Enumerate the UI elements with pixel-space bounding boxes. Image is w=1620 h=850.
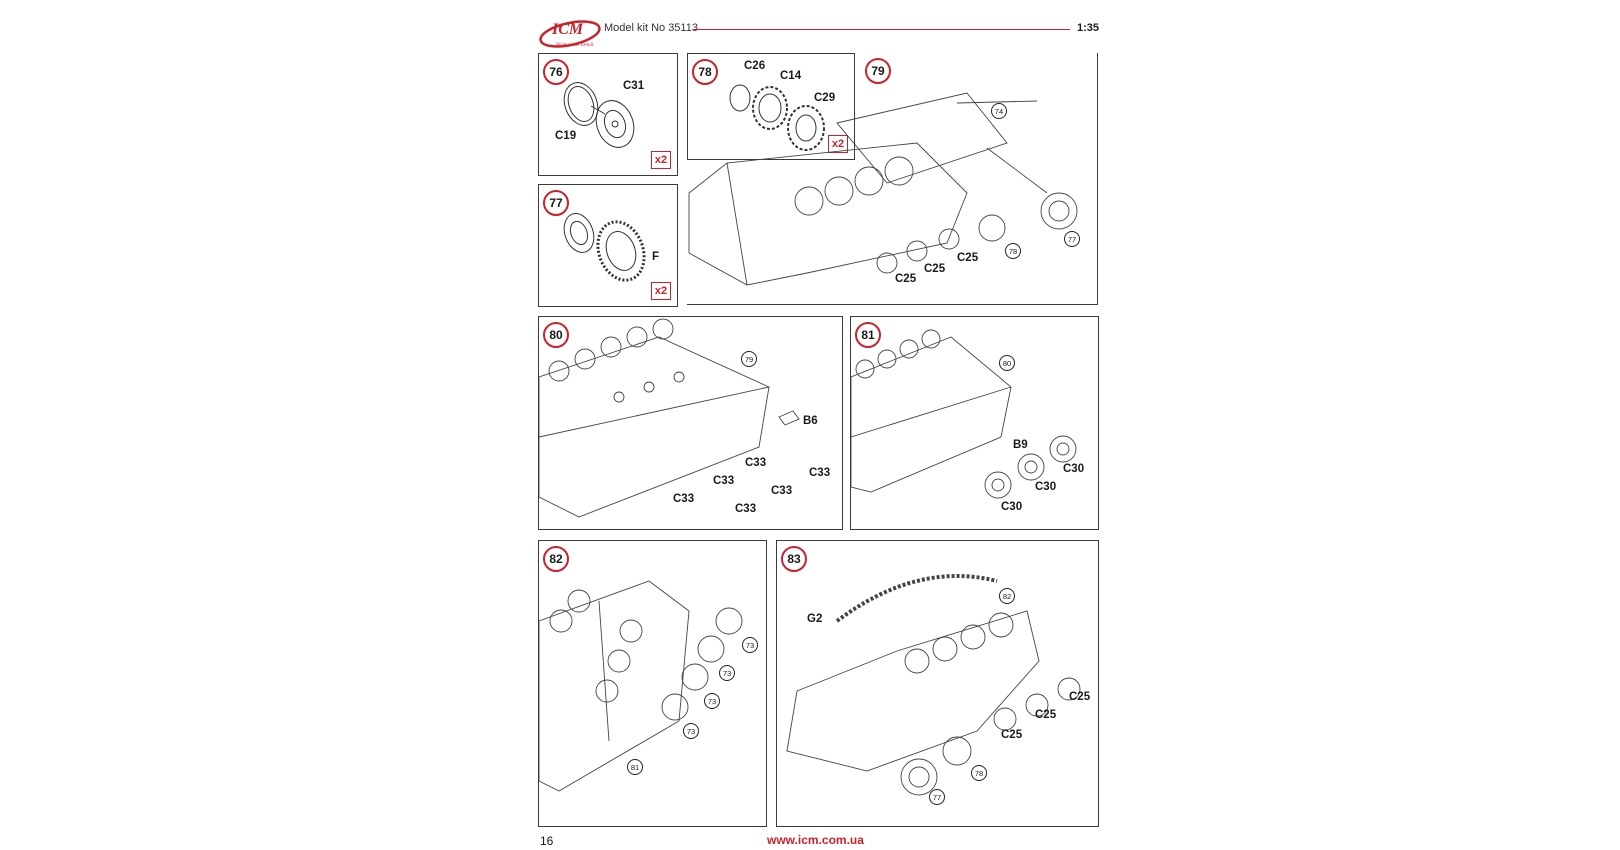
quantity-badge: x2 (651, 282, 671, 300)
part-label: G2 (807, 613, 823, 625)
part-label: B9 (1013, 439, 1028, 451)
step-76-number: 76 (543, 59, 569, 85)
reference-circle: 73 (683, 723, 699, 739)
road-wheels-illustration (851, 329, 1077, 499)
part-label: C30 (1001, 501, 1023, 513)
reference-circle: 78 (971, 765, 987, 781)
reference-circle: 82 (999, 588, 1015, 604)
step-79-number: 79 (865, 58, 891, 84)
reference-circle: 73 (719, 665, 735, 681)
part-label: C33 (809, 467, 831, 479)
step-80-panel: 80 79 B6 C33 C33 C33 C33 C33 C33 (538, 316, 843, 530)
step-80-number: 80 (543, 322, 569, 348)
track-assembly-illustration (786, 574, 1081, 796)
part-label: C33 (771, 485, 793, 497)
reference-circle: 80 (999, 355, 1015, 371)
sprocket-illustration (729, 84, 825, 151)
part-label: C25 (1001, 729, 1023, 741)
step-78-panel: 78 C26 C14 C29 x2 (687, 53, 855, 160)
part-label: C30 (1063, 463, 1085, 475)
icm-logo: ICM Pride in the Detail (538, 12, 602, 50)
part-label: C33 (673, 493, 695, 505)
step-77-panel: 77 F x2 (538, 184, 678, 307)
step-83-number: 83 (781, 546, 807, 572)
step-78-number: 78 (692, 59, 718, 85)
part-label: C30 (1035, 481, 1057, 493)
part-label: C25 (957, 252, 979, 264)
brand-text: ICM (551, 21, 584, 38)
wheels-mounting-illustration (539, 580, 743, 792)
part-label: C25 (1035, 709, 1057, 721)
part-label: C33 (713, 475, 735, 487)
step-77-number: 77 (543, 190, 569, 216)
reference-circle: 79 (741, 351, 757, 367)
part-label: C14 (780, 70, 802, 82)
part-label: B6 (803, 415, 818, 427)
quantity-badge: x2 (828, 135, 848, 153)
step-81-panel: 81 80 B9 C30 C30 C30 (850, 316, 1099, 530)
step-79-panel: 79 C25 C25 C25 74 78 77 (687, 53, 1098, 305)
part-label: C25 (924, 263, 946, 275)
wheel-hub-illustration (563, 82, 635, 148)
quantity-badge: x2 (651, 151, 671, 169)
hull-wheel-assembly-illustration (688, 92, 1078, 286)
reference-circle: 73 (704, 693, 720, 709)
reference-circle: 77 (929, 789, 945, 805)
part-label: F (652, 251, 660, 263)
website-link[interactable]: www.icm.com.ua (767, 833, 864, 847)
tire-illustration (563, 213, 646, 282)
part-label: C33 (745, 457, 767, 469)
scale-label: 1:35 (1077, 22, 1100, 34)
step-76-panel: 76 C31 C19 x2 (538, 53, 678, 176)
reference-circle: 73 (742, 637, 758, 653)
model-kit-number: Model kit No 35113 (604, 22, 698, 34)
reference-circle: 78 (1005, 243, 1021, 259)
step-81-number: 81 (855, 322, 881, 348)
step-83-panel: 83 G2 82 C25 C25 C25 78 77 (776, 540, 1099, 827)
part-label: C31 (623, 80, 645, 92)
part-label: C33 (735, 503, 757, 515)
part-label: C19 (555, 130, 577, 142)
part-label: C25 (1069, 691, 1091, 703)
reference-circle: 81 (627, 759, 643, 775)
part-label: C29 (814, 92, 836, 104)
part-label: C25 (895, 273, 917, 285)
step-82-panel: 82 73 73 73 73 81 (538, 540, 767, 827)
brand-tagline: Pride in the Detail (555, 43, 594, 48)
part-label: C26 (744, 60, 766, 72)
suspension-arms-illustration (539, 318, 800, 518)
header-rule (694, 29, 1070, 30)
reference-circle: 77 (1064, 231, 1080, 247)
reference-circle: 74 (991, 103, 1007, 119)
page-number: 16 (540, 834, 554, 848)
step-82-number: 82 (543, 546, 569, 572)
